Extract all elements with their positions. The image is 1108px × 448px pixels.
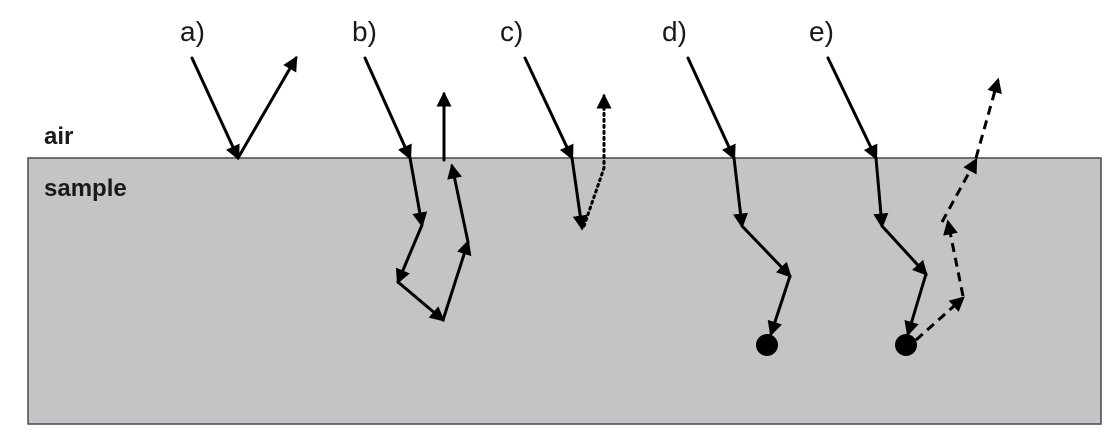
case-a-rays xyxy=(190,55,298,161)
case-c-rays xyxy=(523,56,612,231)
case-b-rays xyxy=(363,56,472,322)
case-b-scatter-3 xyxy=(396,280,445,322)
case-d-rays xyxy=(686,56,792,356)
air-label: air xyxy=(44,123,73,150)
case-d-scatter-3 xyxy=(767,274,792,337)
case-b-scatter-1 xyxy=(408,156,428,228)
case-c-weak-exit-ray xyxy=(582,93,612,228)
sample-slab xyxy=(27,157,1102,425)
case-b-scatter-4 xyxy=(441,239,472,322)
case-e-scatter-3 xyxy=(904,272,928,337)
case-d-scatter-1 xyxy=(732,156,748,229)
case-e-scatter-2 xyxy=(880,224,928,276)
case-e-reemission-3 xyxy=(940,157,978,223)
case-c-incident-ray xyxy=(523,56,574,161)
case-b-incident-ray xyxy=(363,56,412,161)
case-label-a: a) xyxy=(180,16,205,47)
case-e-absorber-dot xyxy=(895,334,917,356)
case-label-d: d) xyxy=(662,16,687,47)
case-d-incident-ray xyxy=(686,56,736,161)
case-label-e: e) xyxy=(809,16,834,47)
case-a-incident-ray xyxy=(190,56,240,161)
case-d-absorber-dot xyxy=(756,334,778,356)
case-label-b: b) xyxy=(352,16,377,47)
case-b-scatter-5 xyxy=(447,163,470,244)
case-e-rays xyxy=(826,56,1002,356)
case-d-scatter-2 xyxy=(740,224,792,278)
case-e-incident-ray xyxy=(826,56,878,161)
case-c-scatter-1 xyxy=(570,156,588,231)
case-e-reemission-1 xyxy=(915,296,965,342)
case-b-scatter-2 xyxy=(395,223,424,285)
case-a-reflected-ray xyxy=(236,55,298,160)
sample-label: sample xyxy=(44,175,127,202)
case-e-scatter-1 xyxy=(873,156,889,229)
case-e-reemission-exit xyxy=(974,77,1002,159)
case-e-reemission-2 xyxy=(943,219,965,297)
case-label-c: c) xyxy=(500,16,523,47)
